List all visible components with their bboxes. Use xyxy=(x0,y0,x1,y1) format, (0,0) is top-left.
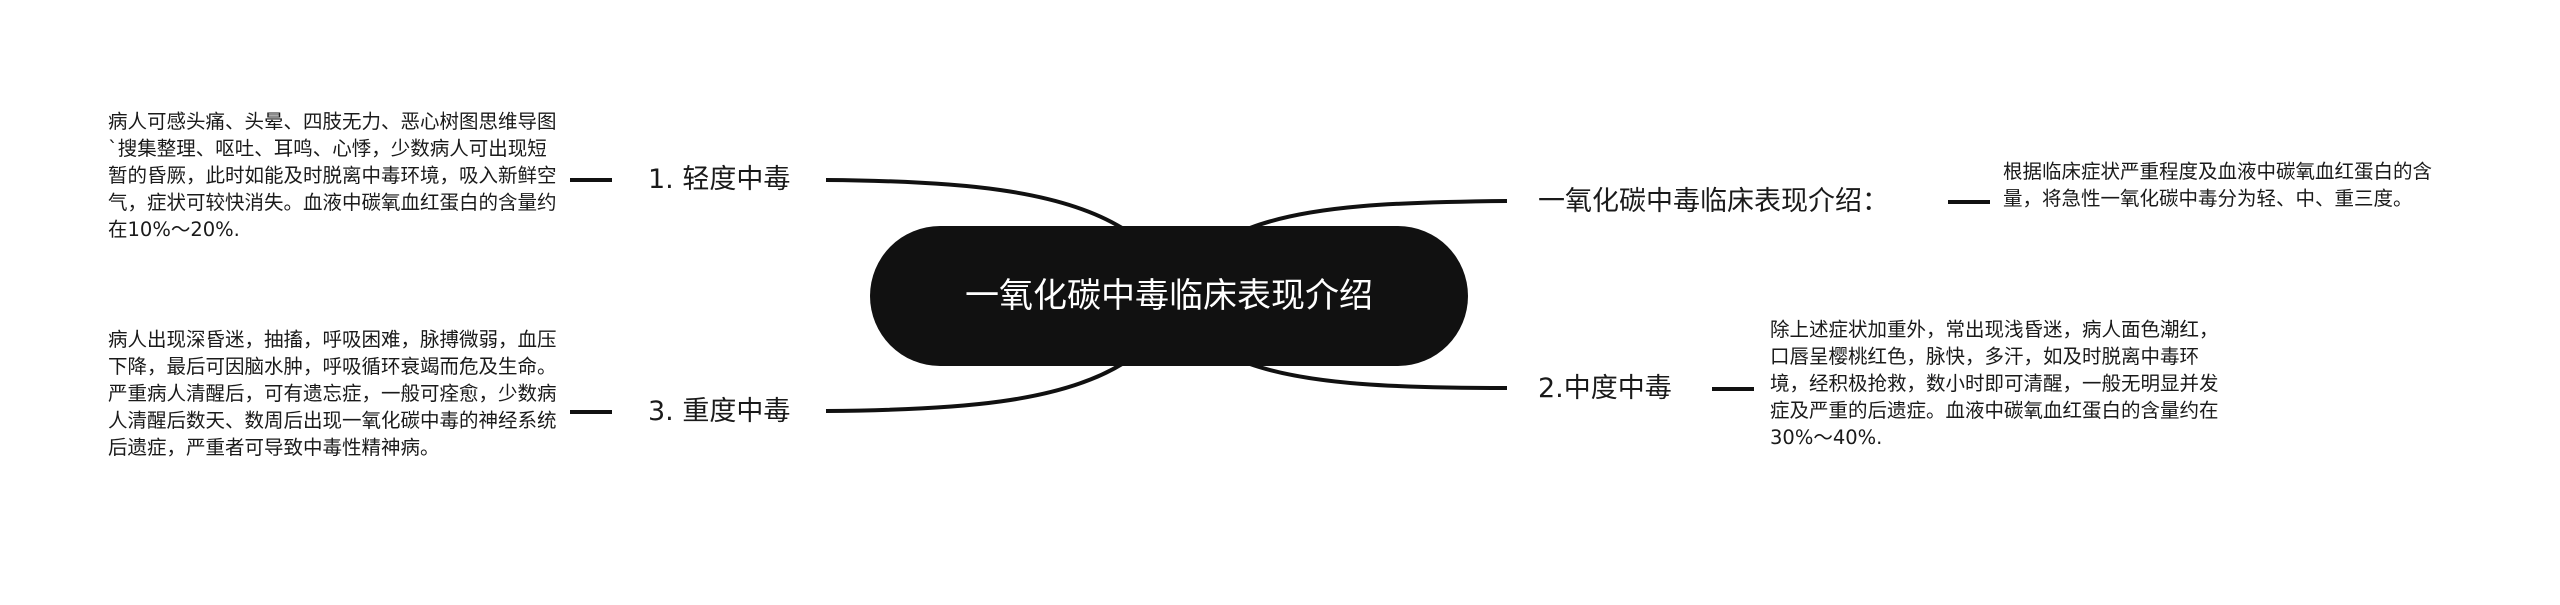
branch-intro-detail[interactable]: 根据临床症状严重程度及血液中碳氧血红蛋白的含量，将急性一氧化碳中毒分为轻、中、重… xyxy=(2003,160,2433,210)
branch-mild-leaf-connector xyxy=(570,178,612,182)
connector-root-to-intro xyxy=(1249,199,1508,230)
branch-moderate-leaf-connector xyxy=(1712,387,1754,391)
connector-root-to-severe xyxy=(825,362,1124,413)
branch-severe-label[interactable]: 3. 重度中毒 xyxy=(648,396,791,427)
branch-intro-leaf-connector xyxy=(1948,200,1990,204)
branch-mild-detail[interactable]: 病人可感头痛、头晕、四肢无力、恶心树图思维导图`搜集整理、呕吐、耳鸣、心悸，少数… xyxy=(108,110,557,241)
connector-root-to-moderate xyxy=(1249,362,1508,390)
branch-moderate-detail[interactable]: 除上述症状加重外，常出现浅昏迷，病人面色潮红，口唇呈樱桃红色，脉快，多汗，如及时… xyxy=(1770,318,2219,449)
root-title: 一氧化碳中毒临床表现介绍 xyxy=(965,276,1373,316)
branch-severe-leaf-connector xyxy=(570,410,612,414)
branch-intro-label[interactable]: 一氧化碳中毒临床表现介绍： xyxy=(1538,186,1889,217)
branch-mild-label[interactable]: 1. 轻度中毒 xyxy=(648,164,791,195)
connector-root-to-mild xyxy=(825,178,1124,230)
branch-moderate-label[interactable]: 2.中度中毒 xyxy=(1538,373,1672,404)
branch-severe-detail[interactable]: 病人出现深昏迷，抽搐，呼吸困难，脉搏微弱，血压下降，最后可因脑水肿，呼吸循环衰竭… xyxy=(108,328,557,459)
root-node[interactable]: 一氧化碳中毒临床表现介绍 xyxy=(870,226,1468,366)
